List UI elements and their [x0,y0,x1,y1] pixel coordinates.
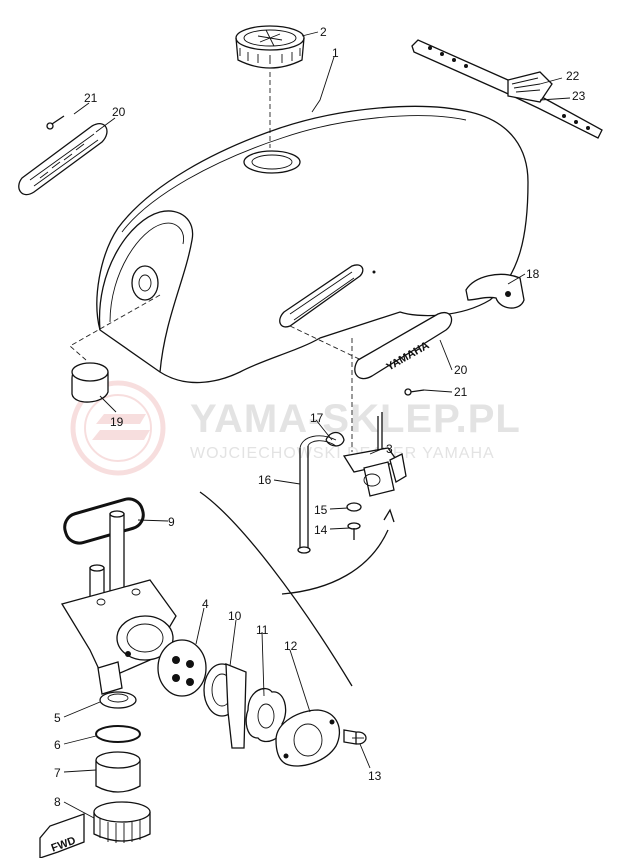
callout-17: 17 [310,411,324,425]
petcock-gasket [63,497,145,545]
callout-14: 14 [314,523,328,537]
leader-lines [63,31,571,819]
callout-10: 10 [228,609,242,623]
fuel-petcock [342,412,407,497]
petcock-body [60,510,177,695]
petcock-washer [346,502,362,512]
valve-disc [157,639,207,697]
tank-cap [235,25,305,69]
callout-9: 9 [168,515,175,529]
callout-13: 13 [368,769,382,783]
fuel-cup [95,751,141,793]
tank-strap [411,39,603,139]
o-ring [95,725,141,743]
watermark-logo-icon [70,380,166,476]
callout-4: 4 [202,597,209,611]
right-badge-screw [404,388,425,396]
fuel-hose [297,435,337,554]
plate-screw [343,729,367,745]
callout-2: 2 [320,25,327,39]
callout-7: 7 [54,766,61,780]
petcock-screw [347,522,361,540]
watermark-title: YAMA-SKLEP.PL [190,397,521,441]
callout-12: 12 [284,639,298,653]
callout-15: 15 [314,503,328,517]
callout-5: 5 [54,711,61,725]
rubber-damper [71,362,109,403]
callout-21-right: 21 [454,385,468,399]
callout-19: 19 [110,415,124,429]
callout-20-left: 20 [112,105,126,119]
fuel-tank [96,105,529,384]
fwd-arrow-icon: FWD [39,813,85,858]
callout-6: 6 [54,738,61,752]
callout-18: 18 [526,267,540,281]
petcock-lever [203,663,247,749]
callout-21-left: 21 [84,91,98,105]
callout-3: 3 [386,442,393,456]
filter-screen [99,691,137,709]
callout-11: 11 [256,623,269,637]
callout-16: 16 [258,473,272,487]
cup-nut [93,801,151,843]
lever-plate [275,709,341,767]
callout-8: 8 [54,795,61,809]
callout-23: 23 [572,89,586,103]
left-badge-screw [46,115,65,130]
left-tank-badge [18,123,108,196]
wave-washer [245,687,287,743]
callout-22: 22 [566,69,580,83]
hose-clip [325,431,345,447]
watermark-subtitle: WOJCIECHOWSKI DEALER YAMAHA [190,445,495,462]
callout-1: 1 [332,46,339,60]
callout-20-right: 20 [454,363,468,377]
